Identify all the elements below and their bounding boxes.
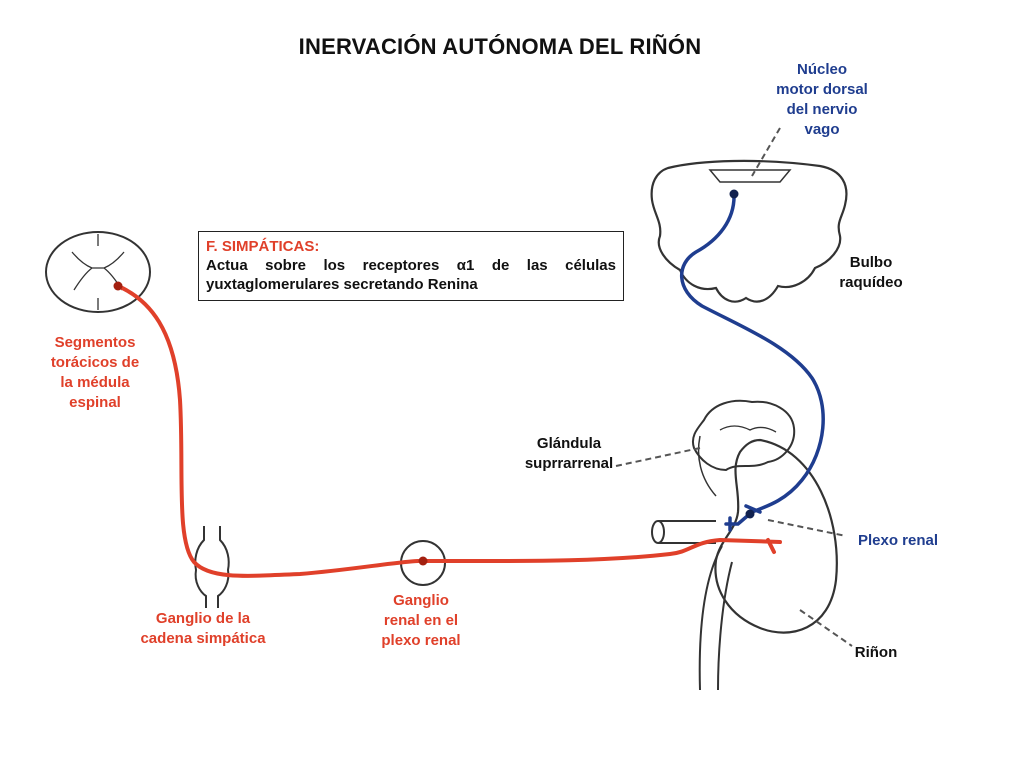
label-renal-ganglion: Ganglio renal en el plexo renal: [381, 592, 461, 649]
renal-vessel: [651, 520, 716, 544]
medulla-oblongata: [650, 159, 848, 303]
info-box-heading: F. SIMPÁTICAS:: [206, 238, 320, 255]
spinal-cord-section: [45, 231, 151, 313]
adrenal-gland: [692, 399, 796, 497]
sympathetic-pathway: [116, 284, 782, 578]
label-chain-ganglion: Ganglio de la cadena simpática: [140, 610, 266, 647]
label-renal-plexus: Plexo renal: [857, 532, 939, 549]
label-kidney: Riñon: [854, 644, 898, 661]
renal-ganglion-dot: [418, 556, 428, 566]
vagal-pathway: [679, 192, 825, 532]
leader-lines: [615, 127, 853, 647]
renal-plexus-vagal-dot: [745, 509, 755, 519]
label-spinal-segments: Segmentos torácicos de la médula espinal: [50, 334, 140, 411]
page-title: INERVACIÓN AUTÓNOMA DEL RIÑÓN: [298, 34, 702, 59]
label-medulla: Bulbo raquídeo: [839, 254, 903, 291]
sympathetic-chain-ganglion: [194, 526, 230, 608]
vagus-nucleus-dot: [729, 189, 739, 199]
label-adrenal-gland: Glándula suprrarrenal: [524, 435, 614, 472]
sympathetic-info-box: F. SIMPÁTICAS: Actua sobre los receptore…: [198, 231, 624, 301]
kidney: [698, 438, 838, 691]
label-vagus-nucleus: Núcleo motor dorsal del nervio vago: [776, 61, 868, 138]
info-box-body: Actua sobre los receptores α1 de las cél…: [206, 257, 616, 293]
spinal-neuron-dot: [113, 281, 123, 291]
